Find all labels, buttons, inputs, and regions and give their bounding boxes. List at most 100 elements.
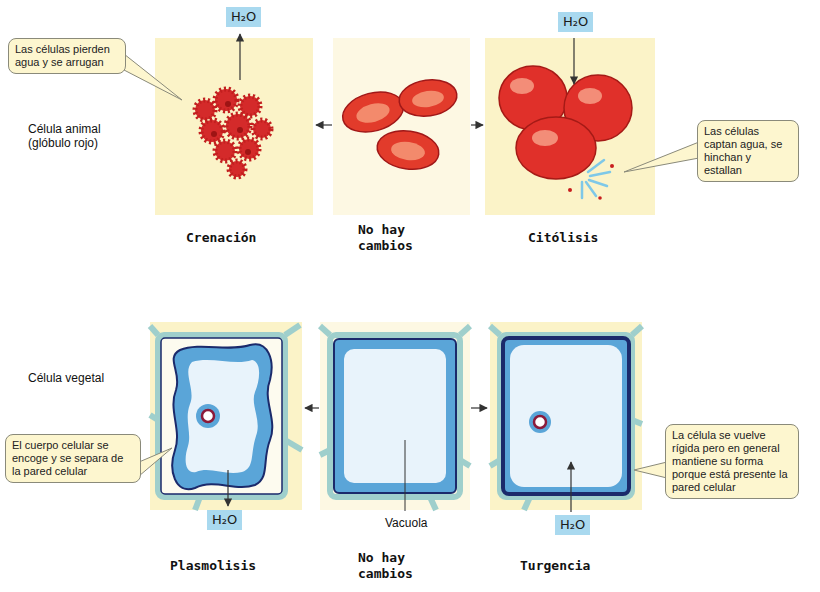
crenated-cell xyxy=(201,120,223,142)
cell-walls xyxy=(150,325,642,510)
shade xyxy=(225,101,231,107)
red-cell-center xyxy=(390,140,426,163)
callout-tail xyxy=(124,54,182,100)
crenated-cell xyxy=(226,114,250,138)
swollen-cell xyxy=(516,117,596,179)
crenated-cells xyxy=(195,89,271,177)
drop xyxy=(568,188,572,192)
red-blood-cells xyxy=(338,76,459,173)
callout-box: La célula se vuelve rígida pero en gener… xyxy=(665,424,799,499)
crenated-cell xyxy=(215,89,237,111)
water-tag: H₂O xyxy=(226,7,261,27)
highlight xyxy=(510,78,534,94)
splash xyxy=(590,172,610,176)
water-arrow xyxy=(239,34,240,80)
blood-drops xyxy=(568,164,614,200)
callout-box: El cuerpo celular se encoge y se separa … xyxy=(5,434,141,483)
drop xyxy=(598,196,602,200)
state-label: Citólisis xyxy=(528,230,598,246)
cell-wall xyxy=(460,460,470,466)
water-tag: H₂O xyxy=(558,12,593,32)
leader-line xyxy=(405,440,406,511)
crenated-cell xyxy=(215,141,235,161)
cytoplasm xyxy=(334,339,456,493)
cell-wall xyxy=(490,460,500,466)
shade xyxy=(245,149,251,155)
callout-tail xyxy=(624,142,699,172)
crenated-cell xyxy=(195,100,215,120)
cell-wall xyxy=(632,326,642,335)
panel xyxy=(150,322,302,510)
red-cell xyxy=(375,127,442,173)
panel xyxy=(490,322,642,510)
node-text: H₂O xyxy=(231,9,256,25)
water-tag: H₂O xyxy=(207,510,242,530)
crenated-cell xyxy=(239,139,259,159)
panel xyxy=(333,38,470,215)
cell-wall xyxy=(430,497,436,510)
nucleus xyxy=(534,416,546,428)
cell-wall xyxy=(330,335,460,497)
node-text: Las células pierden agua y se arrugan xyxy=(15,43,119,69)
water-arrow xyxy=(227,470,228,506)
cytoplasm-bulge xyxy=(529,411,551,433)
crenated-shading xyxy=(211,101,251,155)
cell-wall xyxy=(490,326,500,335)
cell-wall xyxy=(320,326,330,335)
cell-wall xyxy=(285,440,302,450)
water-arrows xyxy=(228,34,574,512)
splash xyxy=(588,160,604,172)
vacuole xyxy=(510,345,622,487)
cell-wall xyxy=(632,420,642,424)
cytoplasm-bulge xyxy=(196,404,220,428)
state-label: Plasmolisis xyxy=(170,558,256,574)
cell-wall xyxy=(158,335,285,497)
cell-wall xyxy=(195,497,200,510)
shade xyxy=(211,131,217,137)
water-arrow xyxy=(573,38,574,84)
callout-tail xyxy=(634,462,667,478)
vacuole xyxy=(344,349,446,483)
callout-box: Las células captan agua, se hinchan y es… xyxy=(697,120,799,182)
row-label: Célula animal (glóbulo rojo) xyxy=(28,122,133,150)
splash xyxy=(581,182,584,198)
state-label: No hay cambios xyxy=(358,550,428,582)
node-text: H₂O xyxy=(563,14,588,30)
panel-arrow xyxy=(471,407,487,408)
panel-arrow xyxy=(471,124,483,125)
crenated-cell xyxy=(229,161,245,177)
cell-wall xyxy=(150,415,158,420)
callout-tail xyxy=(139,448,172,476)
cytoplasm xyxy=(503,338,629,494)
cell-wall xyxy=(150,326,158,335)
highlight xyxy=(578,88,602,104)
node-text: H₂O xyxy=(560,517,585,533)
state-label: Crenación xyxy=(186,230,256,246)
nucleus xyxy=(202,410,214,422)
state-label: Turgencia xyxy=(520,558,590,574)
part-label: Vacuola xyxy=(385,516,427,530)
node-text: El cuerpo celular se encoge y se separa … xyxy=(12,439,134,478)
vacuole xyxy=(186,360,260,473)
node-text: H₂O xyxy=(212,512,237,528)
panel xyxy=(320,322,470,510)
drop xyxy=(610,164,614,168)
node-text: La célula se vuelve rígida pero en gener… xyxy=(672,429,792,494)
splash xyxy=(589,180,607,186)
water-arrow xyxy=(570,462,571,512)
panel xyxy=(155,38,313,215)
node-text: Las células captan agua, se hinchan y es… xyxy=(704,125,792,177)
panel-arrows xyxy=(305,125,487,408)
splash xyxy=(586,182,596,196)
panel-arrow xyxy=(316,124,332,125)
panel xyxy=(485,38,655,215)
cell-wall xyxy=(320,450,330,455)
crenated-cell xyxy=(253,120,271,138)
water-tag: H₂O xyxy=(555,515,590,535)
row-label: Célula vegetal xyxy=(28,371,138,385)
cell-wall xyxy=(285,325,300,335)
highlight xyxy=(532,130,558,146)
